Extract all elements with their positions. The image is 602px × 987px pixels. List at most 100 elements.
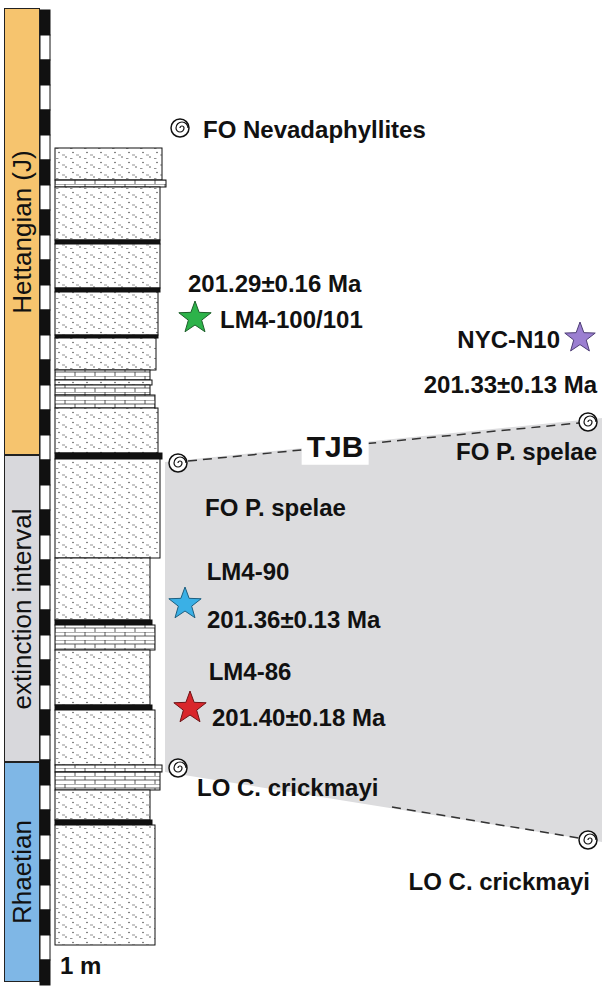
ammonite-symbol — [169, 759, 187, 777]
scale-segment — [40, 410, 50, 435]
shale-bed — [55, 705, 152, 710]
sandstone-bed — [55, 380, 152, 385]
age-label: 201.40±0.18 Ma — [212, 704, 385, 732]
scale-segment — [40, 560, 50, 585]
sample-star — [174, 691, 206, 722]
sample-label: LM4-90 — [207, 558, 290, 586]
limestone-bed — [55, 772, 160, 790]
stage-name: Hettangian (J) — [8, 150, 37, 313]
age-label: 201.36±0.13 Ma — [207, 606, 380, 634]
boundary-label: TJB — [302, 430, 369, 465]
scale-segment — [40, 835, 50, 860]
scale-segment — [40, 535, 50, 560]
stage-band: Hettangian (J) — [4, 8, 40, 455]
scale-segment — [40, 635, 50, 660]
sandstone-bed — [55, 244, 160, 288]
sandstone-bed — [55, 710, 155, 765]
age-label: 201.29±0.16 Ma — [188, 270, 361, 298]
scale-segment — [40, 685, 50, 710]
scale-segment — [40, 110, 50, 135]
ammonite-spiral — [584, 416, 596, 426]
sandstone-bed — [55, 338, 156, 370]
limestone-bed — [55, 395, 155, 408]
scale-segment — [40, 335, 50, 360]
scale-segment — [40, 235, 50, 260]
fossil-datum-label: FO P. spelae — [205, 494, 346, 522]
fossil-datum-label: FO Nevadaphyllites — [203, 116, 426, 144]
shale-bed — [55, 820, 152, 825]
scale-segment — [40, 485, 50, 510]
scale-segment — [40, 35, 50, 60]
ammonite-spiral — [174, 762, 186, 772]
rock-column — [55, 148, 166, 945]
ammonite-shell — [169, 454, 187, 472]
ammonite-spiral — [584, 834, 596, 844]
stage-name: extinction interval — [8, 508, 37, 709]
limestone-bed — [55, 385, 150, 395]
scale-segment — [40, 385, 50, 410]
scale-segment — [40, 960, 50, 985]
scale-segment — [40, 660, 50, 685]
sandstone-bed — [55, 292, 158, 335]
stage-band: extinction interval — [4, 455, 40, 762]
stage-band: Rhaetian — [4, 762, 40, 982]
scale-segment — [40, 785, 50, 810]
shale-bed — [55, 240, 160, 244]
extinction-shading — [165, 418, 602, 842]
scale-segment — [40, 360, 50, 385]
scale-label: 1 m — [60, 952, 101, 980]
limestone-bed — [55, 370, 150, 380]
sandstone-bed — [55, 408, 158, 453]
scale-segment — [40, 885, 50, 910]
scale-segment — [40, 510, 50, 535]
scale-segment — [40, 760, 50, 785]
scale-segment — [40, 435, 50, 460]
sample-star — [565, 322, 595, 351]
age-label: 201.33±0.13 Ma — [424, 371, 597, 399]
sample-label: LM4-86 — [209, 658, 292, 686]
ammonite-shell — [171, 119, 189, 137]
scale-segment — [40, 135, 50, 160]
scale-segment — [40, 585, 50, 610]
scale-bar — [40, 10, 50, 985]
ammonite-symbol — [579, 413, 597, 431]
ammonite-symbol — [171, 119, 189, 137]
scale-segment — [40, 10, 50, 35]
scale-segment — [40, 710, 50, 735]
scale-segment — [40, 935, 50, 960]
limestone-bed — [55, 180, 166, 187]
ammonite-spiral — [174, 457, 186, 467]
fossil-datum-label: FO P. spelae — [456, 438, 597, 466]
scale-segment — [40, 735, 50, 760]
sandstone-bed — [55, 650, 150, 705]
scale-segment — [40, 160, 50, 185]
scale-segment — [40, 310, 50, 335]
ammonite-symbol — [169, 454, 187, 472]
scale-segment — [40, 210, 50, 235]
sandstone-bed — [55, 825, 155, 945]
scale-segment — [40, 610, 50, 635]
sandstone-bed — [55, 148, 162, 180]
stage-name: Rhaetian — [8, 820, 37, 924]
fossil-datum-label: LO C. crickmayi — [197, 774, 378, 802]
scale-segment — [40, 460, 50, 485]
sandstone-bed — [55, 187, 160, 240]
sample-star — [169, 587, 201, 618]
scale-segment — [40, 860, 50, 885]
limestone-bed — [55, 625, 155, 650]
scale-segment — [40, 285, 50, 310]
shale-bed — [55, 288, 160, 292]
sample-star — [179, 301, 211, 332]
shale-bed — [55, 453, 162, 459]
ammonite-shell — [579, 831, 597, 849]
scale-segment — [40, 85, 50, 110]
shale-bed — [55, 620, 152, 625]
correlation-dashed-line — [392, 807, 579, 838]
scale-segment — [40, 260, 50, 285]
ammonite-spiral — [176, 122, 188, 132]
sandstone-bed — [55, 558, 150, 620]
sandstone-bed — [55, 790, 150, 820]
limestone-bed — [55, 765, 162, 772]
scale-segment — [40, 60, 50, 85]
